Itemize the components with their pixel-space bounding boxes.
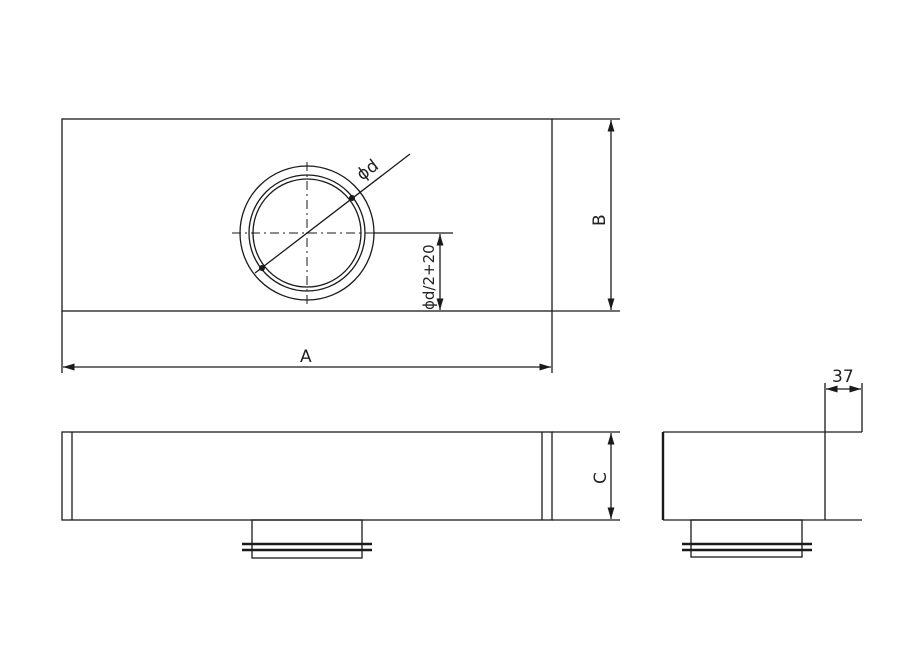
front-view: C xyxy=(61,431,620,559)
top-view-outline xyxy=(61,118,553,312)
front-view-outline xyxy=(61,431,553,521)
top-view: ϕd ϕd/2+20 B A xyxy=(61,118,620,373)
diameter-label: ϕd xyxy=(353,156,383,185)
label-37: 37 xyxy=(832,367,854,387)
diameter-dimension-line xyxy=(254,153,411,274)
offset-label: ϕd/2+20 xyxy=(420,244,438,310)
label-C: C xyxy=(591,472,611,484)
side-view: 37 xyxy=(661,367,863,558)
label-B: B xyxy=(590,214,610,226)
front-spigot xyxy=(242,519,372,559)
side-spigot xyxy=(682,519,812,558)
label-A: A xyxy=(300,347,312,367)
